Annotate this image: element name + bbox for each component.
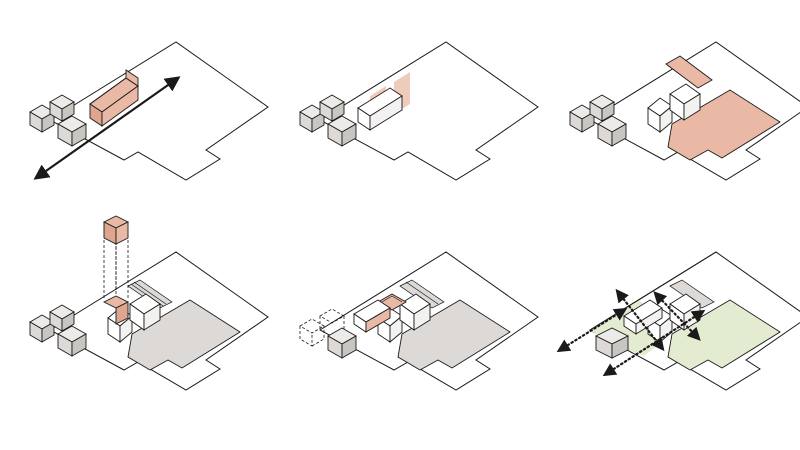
panel-5 (299, 251, 539, 391)
dashed-outline (299, 308, 345, 347)
site-outline (49, 41, 269, 181)
front-grey-block (327, 327, 357, 359)
axis-arrow (33, 76, 181, 180)
panel-6 (556, 251, 800, 391)
dotted-arrows (556, 288, 706, 377)
panel-3 (569, 41, 800, 181)
salmon-strip (665, 55, 713, 89)
panel-1 (29, 41, 269, 181)
site-outline (319, 41, 539, 181)
lower-wings (353, 299, 391, 333)
base-salmon-block (102, 295, 130, 325)
lifted-tower (102, 215, 130, 245)
gabled-house (357, 87, 403, 131)
panel-4 (29, 215, 269, 391)
panel-2 (299, 41, 539, 181)
